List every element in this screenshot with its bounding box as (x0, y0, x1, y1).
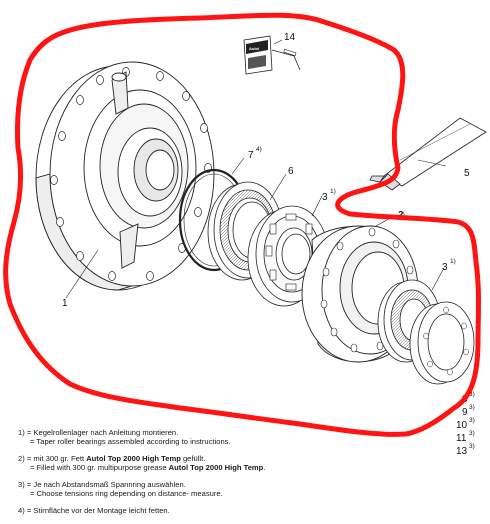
callout-3b: 3 (442, 262, 448, 273)
callout-8-note: 3) (469, 391, 475, 398)
callout-11: 11 (456, 433, 467, 444)
footnote-4: 4) = Stirnfläche vor der Montage leicht … (18, 506, 478, 515)
footnote-2-english-post: . (263, 463, 266, 472)
callout-3a: 3 (322, 192, 328, 203)
footnote-1-en-prefix: = (30, 437, 37, 446)
hub-housing-part-1 (35, 61, 215, 291)
callout-13-note: 3) (469, 443, 475, 450)
callout-6: 6 (288, 166, 294, 177)
footnote-2-german-post: gefüllt. (180, 454, 206, 463)
callout-2-note: 2) (399, 211, 405, 218)
footnote-1-marker: 1) = (18, 428, 34, 437)
callout-3a-note: 1) (330, 188, 336, 195)
callout-13: 13 (456, 446, 468, 457)
footnote-2-english-pre: Filled with 300 gr. multipurpose grease (36, 463, 169, 472)
footnote-3-marker: 3) = (18, 480, 34, 489)
footnote-2: 2) = mit 300 gr. Fett Autol Top 2000 Hig… (18, 454, 478, 472)
callout-9: 9 (462, 407, 468, 418)
footnote-3-english: Choose tensions ring depending on distan… (36, 489, 223, 498)
callout-10-note: 3) (469, 417, 475, 424)
callouts: 1 2 2) 3 1) 3 1) 5 6 7 4) 14 8 3) 9 3) 1… (62, 32, 475, 457)
footnote-1-german: Kegelrollenlager nach Anleitung montiere… (33, 428, 179, 437)
callout-5: 5 (464, 168, 470, 179)
tension-ring-set-parts-8-13 (409, 301, 475, 385)
callout-9-note: 3) (469, 404, 475, 411)
identification-tag-part-14: Autol (243, 35, 301, 75)
footnote-4-marker: 4) = (18, 506, 34, 515)
callout-14: 14 (284, 32, 296, 43)
callout-7-note: 4) (256, 146, 262, 153)
callout-7: 7 (248, 150, 254, 161)
red-markup-outline (3, 12, 481, 437)
footnote-2-en-prefix: = (30, 463, 37, 472)
callout-10: 10 (456, 420, 468, 431)
callout-1: 1 (62, 298, 68, 309)
footnote-2-marker: 2) = (18, 454, 34, 463)
callout-11-note: 3) (469, 430, 475, 437)
footnote-3-german: Je nach Abstandsmaß Spannring auswählen. (33, 480, 186, 489)
footnotes: 1) = Kegelrollenlager nach Anleitung mon… (18, 428, 478, 523)
footnote-2-german-product: Autol Top 2000 High Temp (86, 454, 181, 463)
footnote-2-english-product: Autol Top 2000 High Temp (168, 463, 264, 472)
footnote-1: 1) = Kegelrollenlager nach Anleitung mon… (18, 428, 478, 446)
footnote-3: 3) = Je nach Abstandsmaß Spannring auswä… (18, 480, 478, 498)
footnote-3-en-prefix: = (30, 489, 37, 498)
tag-brand-text: Autol (249, 46, 259, 51)
callout-3b-note: 1) (450, 258, 456, 265)
footnote-2-german-pre: mit 300 gr. Fett (33, 454, 87, 463)
footnote-4-german: Stirnfläche vor der Montage leicht fette… (33, 506, 170, 515)
footnote-1-english: Taper roller bearings assembled accordin… (36, 437, 231, 446)
